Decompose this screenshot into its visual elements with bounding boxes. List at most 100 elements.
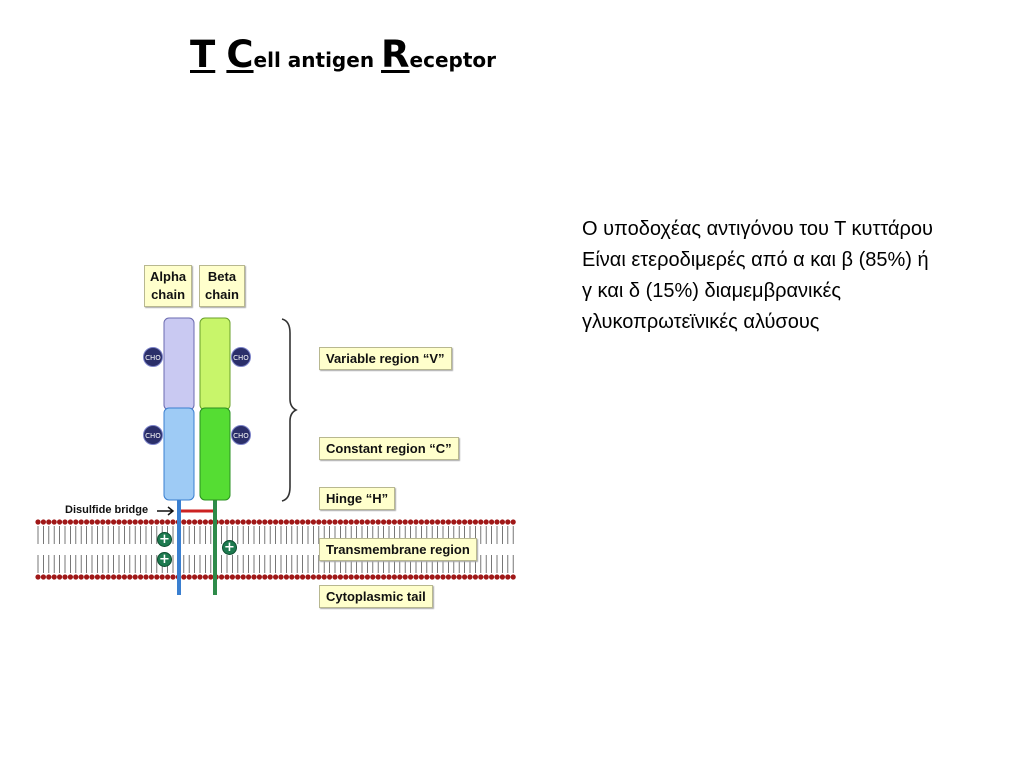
lipid-head (235, 574, 241, 580)
lipid-head (170, 574, 176, 580)
lipid-head (67, 519, 73, 525)
lipid-head (402, 574, 408, 580)
lipid-head (456, 519, 462, 525)
lipid-head (418, 574, 424, 580)
lipid-head (154, 519, 160, 525)
lipid-head (418, 519, 424, 525)
lipid-head (321, 519, 327, 525)
lipid-head (451, 519, 457, 525)
lipid-head (391, 519, 397, 525)
lipid-head (510, 574, 516, 580)
lipid-head (240, 574, 246, 580)
description-text: Ο υποδοχέας αντιγόνου του Τ κυττάρου Είν… (582, 214, 1012, 338)
lipid-head (57, 574, 63, 580)
constant-region-label: Constant region “C” (319, 437, 459, 460)
lipid-head (467, 519, 473, 525)
title-letter-t: T (190, 33, 216, 76)
lipid-head (316, 519, 322, 525)
lipid-head (192, 519, 198, 525)
lipid-head (251, 519, 257, 525)
lipid-head (219, 519, 225, 525)
lipid-head (84, 519, 90, 525)
lipid-head (381, 574, 387, 580)
lipid-head (494, 519, 500, 525)
lipid-head (100, 519, 106, 525)
lipid-head (154, 574, 160, 580)
description-line-1: Ο υποδοχέας αντιγόνου του Τ κυττάρου (582, 218, 933, 240)
lipid-head (127, 574, 133, 580)
lipid-heads (35, 519, 516, 580)
lipid-head (332, 574, 338, 580)
description-line-4: γλυκοπρωτεϊνικές αλύσους (582, 311, 820, 333)
lipid-head (505, 519, 511, 525)
lipid-head (397, 519, 403, 525)
lipid-head (327, 574, 333, 580)
lipid-head (262, 574, 268, 580)
lipid-head (472, 519, 478, 525)
lipid-head (327, 519, 333, 525)
lipid-head (105, 519, 111, 525)
lipid-head (283, 574, 289, 580)
lipid-head (472, 574, 478, 580)
lipid-head (337, 519, 343, 525)
lipid-head (251, 574, 257, 580)
lipid-head (397, 574, 403, 580)
lipid-head (289, 574, 295, 580)
lipid-head (262, 519, 268, 525)
cho-glycan-alpha-constant: CHO (143, 425, 163, 445)
lipid-head (354, 574, 360, 580)
positive-charge-beta: + (222, 540, 237, 555)
lipid-head (229, 574, 235, 580)
lipid-head (202, 519, 208, 525)
lipid-head (35, 519, 41, 525)
lipid-head (305, 519, 311, 525)
alpha-constant-domain (163, 407, 195, 501)
lipid-head (435, 519, 441, 525)
lipid-head (181, 574, 187, 580)
lipid-head (84, 574, 90, 580)
lipid-head (116, 519, 122, 525)
lipid-head (267, 574, 273, 580)
lipid-head (348, 519, 354, 525)
lipid-head (489, 519, 495, 525)
lipid-head (499, 519, 505, 525)
lipid-head (364, 574, 370, 580)
lipid-head (375, 519, 381, 525)
lipid-head (229, 519, 235, 525)
lipid-head (294, 574, 300, 580)
description-line-2: Είναι ετεροδιμερές από α και β (85%) ή (582, 249, 929, 271)
lipid-head (337, 574, 343, 580)
lipid-head (364, 519, 370, 525)
lipid-head (256, 574, 262, 580)
lipid-head (208, 519, 214, 525)
lipid-head (197, 574, 203, 580)
lipid-head (440, 574, 446, 580)
lipid-head (478, 574, 484, 580)
lipid-head (197, 519, 203, 525)
lipid-head (278, 519, 284, 525)
beta-variable-domain (199, 317, 231, 411)
slide-title: T Cell antigen Receptor (190, 36, 496, 73)
lipid-head (235, 519, 241, 525)
beta-constant-domain (199, 407, 231, 501)
lipid-head (300, 519, 306, 525)
lipid-head (413, 519, 419, 525)
lipid-head (148, 519, 154, 525)
lipid-head (170, 519, 176, 525)
cho-glycan-beta-constant: CHO (231, 425, 251, 445)
lipid-head (359, 519, 365, 525)
lipid-head (510, 519, 516, 525)
lipid-head (494, 574, 500, 580)
lipid-head (94, 519, 100, 525)
lipid-head (462, 519, 468, 525)
lipid-head (462, 574, 468, 580)
lipid-head (300, 574, 306, 580)
lipid-head (445, 574, 451, 580)
lipid-head (391, 574, 397, 580)
lipid-head (40, 574, 46, 580)
lipid-head (78, 519, 84, 525)
lipid-head (192, 574, 198, 580)
lipid-head (456, 574, 462, 580)
lipid-head (435, 574, 441, 580)
lipid-head (148, 574, 154, 580)
